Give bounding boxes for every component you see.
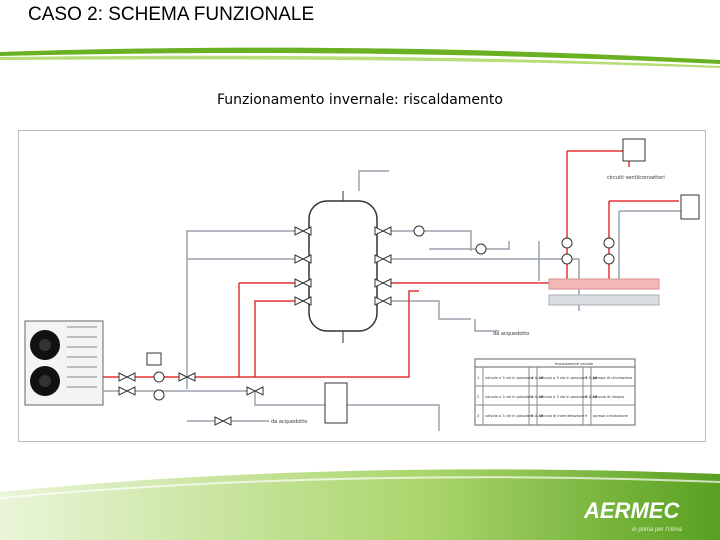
table-cell: valvola a 3 vie in posizione A-AB xyxy=(539,376,598,380)
fancoil-label: circuiti ventilconvettori xyxy=(607,175,665,181)
table-cell: valvola a 3 vie in posizione A-AB xyxy=(539,395,598,399)
table-row-num: 3 xyxy=(477,414,479,418)
table-row-num: 4 xyxy=(531,376,534,380)
water-inlet-label-top: da acquedotto xyxy=(493,331,529,337)
table-cell: pompa circolazione xyxy=(593,414,629,418)
valve-symbols xyxy=(118,138,700,426)
table-cell: pompa di circolazione xyxy=(593,376,633,380)
heat-pump-unit xyxy=(24,320,104,406)
table-row-num: 6 xyxy=(531,414,534,418)
gray-pipes xyxy=(103,170,689,431)
table-row-num: 7 xyxy=(585,376,587,380)
page-subtitle: Funzionamento invernale: riscaldamento xyxy=(217,92,503,108)
brand-tagline: in prima per l'clima xyxy=(632,527,682,533)
table-cell: valvola di intercettazione xyxy=(539,414,585,418)
footer-band xyxy=(0,469,720,540)
table-row-num: 2 xyxy=(477,395,479,399)
water-inlet-label-bottom: da acquedotto xyxy=(271,419,307,425)
hydraulic-schema: Impostazione valvole 1 valvola a 3 vie i… xyxy=(24,138,700,431)
header-swoosh xyxy=(0,47,720,68)
table-row-num: 8 xyxy=(585,395,588,399)
brand-logo: AERMEC xyxy=(584,498,680,523)
valve-table xyxy=(474,358,636,426)
storage-tank xyxy=(308,191,378,343)
manifolds xyxy=(548,278,660,306)
page-title: CASO 2: SCHEMA FUNZIONALE xyxy=(28,4,315,25)
table-cell: valvola a 3 vie in posizione A-AB xyxy=(485,395,544,399)
table-row-num: 9 xyxy=(585,414,588,418)
table-cell: valvola a 3 vie in posizione A-AB xyxy=(485,414,544,418)
red-pipes xyxy=(103,150,679,378)
table-row-num: 1 xyxy=(477,376,479,380)
table-row-num: 5 xyxy=(531,395,533,399)
table-header: Impostazione valvole xyxy=(555,362,594,366)
table-cell: valvola a 3 vie in posizione A-AB xyxy=(485,376,544,380)
diagram-frame: Impostazione valvole 1 valvola a 3 vie i… xyxy=(18,130,706,442)
table-cell: valvola di ritegno xyxy=(593,395,624,399)
